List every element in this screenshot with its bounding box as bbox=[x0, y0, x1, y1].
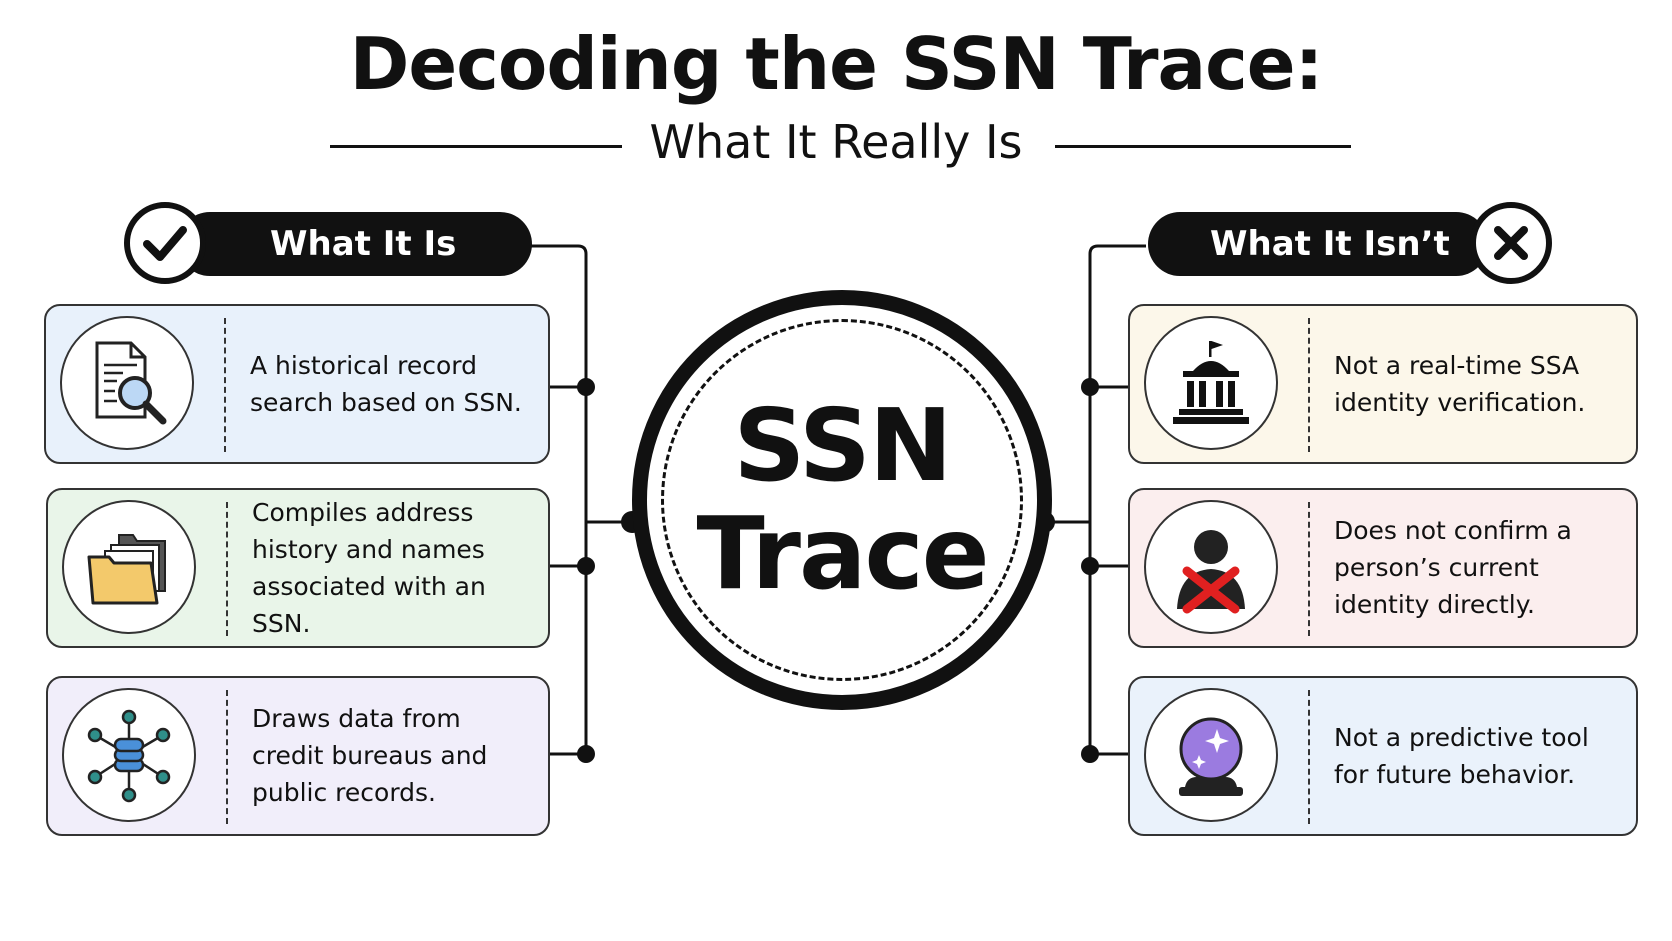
icon-circle bbox=[1144, 316, 1278, 450]
right-card-2: Does not confirm a person’s current iden… bbox=[1128, 488, 1638, 648]
left-card-3-text: Draws data from credit bureaus and publi… bbox=[252, 704, 488, 807]
dashed-divider bbox=[224, 318, 226, 452]
left-header: What It Is bbox=[178, 212, 532, 276]
right-card-3-text: Not a predictive tool for future behavio… bbox=[1334, 722, 1589, 789]
subtitle-rule-left bbox=[330, 145, 622, 148]
connector-dot bbox=[577, 378, 595, 396]
connector-dot bbox=[1081, 378, 1099, 396]
check-badge bbox=[124, 202, 206, 284]
page-subtitle: What It Really Is bbox=[649, 115, 1023, 169]
center-ring-dashed bbox=[661, 319, 1023, 681]
left-card-3: Draws data from credit bureaus and publi… bbox=[46, 676, 550, 836]
dashed-divider bbox=[1308, 690, 1310, 824]
dashed-divider bbox=[226, 502, 228, 636]
right-header-label: What It Isn’t bbox=[1210, 224, 1450, 264]
dashed-divider bbox=[226, 690, 228, 824]
database-network-icon bbox=[87, 709, 171, 803]
icon-circle bbox=[62, 500, 196, 634]
left-card-2: Compiles address history and names assoc… bbox=[46, 488, 550, 648]
right-header: What It Isn’t bbox=[1148, 212, 1488, 276]
center-label: SSN Trace bbox=[647, 305, 1037, 695]
check-icon bbox=[143, 226, 187, 261]
center-label-line2: Trace bbox=[696, 495, 989, 612]
dashed-divider bbox=[1308, 318, 1310, 452]
dashed-divider bbox=[1308, 502, 1310, 636]
left-card-2-text: Compiles address history and names assoc… bbox=[252, 497, 486, 638]
right-card-1-text: Not a real-time SSA identity verificatio… bbox=[1334, 350, 1586, 417]
cross-icon bbox=[1494, 226, 1528, 260]
right-card-3: Not a predictive tool for future behavio… bbox=[1128, 676, 1638, 836]
connector-dot bbox=[577, 557, 595, 575]
right-card-2-text: Does not confirm a person’s current iden… bbox=[1334, 516, 1572, 619]
left-header-label: What It Is bbox=[270, 224, 457, 264]
folders-icon bbox=[87, 534, 166, 605]
subtitle-row: What It Really Is bbox=[0, 112, 1672, 172]
connector-dot bbox=[1081, 745, 1099, 763]
document-search-icon bbox=[95, 341, 167, 425]
connector-dot bbox=[1081, 557, 1099, 575]
page-title: Decoding the SSN Trace: bbox=[349, 22, 1324, 106]
center-ring: SSN Trace bbox=[632, 290, 1052, 710]
icon-circle bbox=[60, 316, 194, 450]
left-card-1-text: A historical record search based on SSN. bbox=[250, 350, 522, 417]
crystal-ball-icon bbox=[1179, 717, 1243, 796]
icon-circle bbox=[1144, 500, 1278, 634]
government-building-icon bbox=[1173, 341, 1249, 424]
icon-circle bbox=[62, 688, 196, 822]
cross-badge bbox=[1470, 202, 1552, 284]
left-card-1: A historical record search based on SSN. bbox=[44, 304, 550, 464]
right-card-1: Not a real-time SSA identity verificatio… bbox=[1128, 304, 1638, 464]
subtitle-rule-right bbox=[1055, 145, 1351, 148]
person-crossed-icon bbox=[1177, 530, 1245, 614]
center-label-line1: SSN bbox=[733, 387, 952, 504]
icon-circle bbox=[1144, 688, 1278, 822]
connector-dot bbox=[577, 745, 595, 763]
